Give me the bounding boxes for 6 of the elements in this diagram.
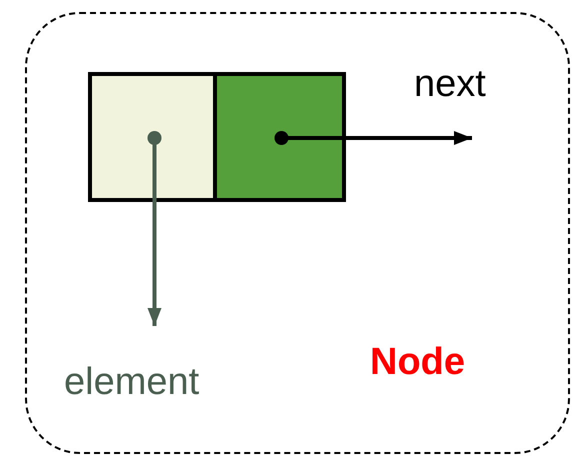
node-title: Node: [370, 342, 465, 384]
pointer-arrow: [148, 131, 162, 326]
field-label: element: [64, 362, 200, 404]
field-label: next: [414, 64, 486, 106]
pointer-arrow: [274, 131, 472, 145]
node-container: [25, 12, 570, 454]
